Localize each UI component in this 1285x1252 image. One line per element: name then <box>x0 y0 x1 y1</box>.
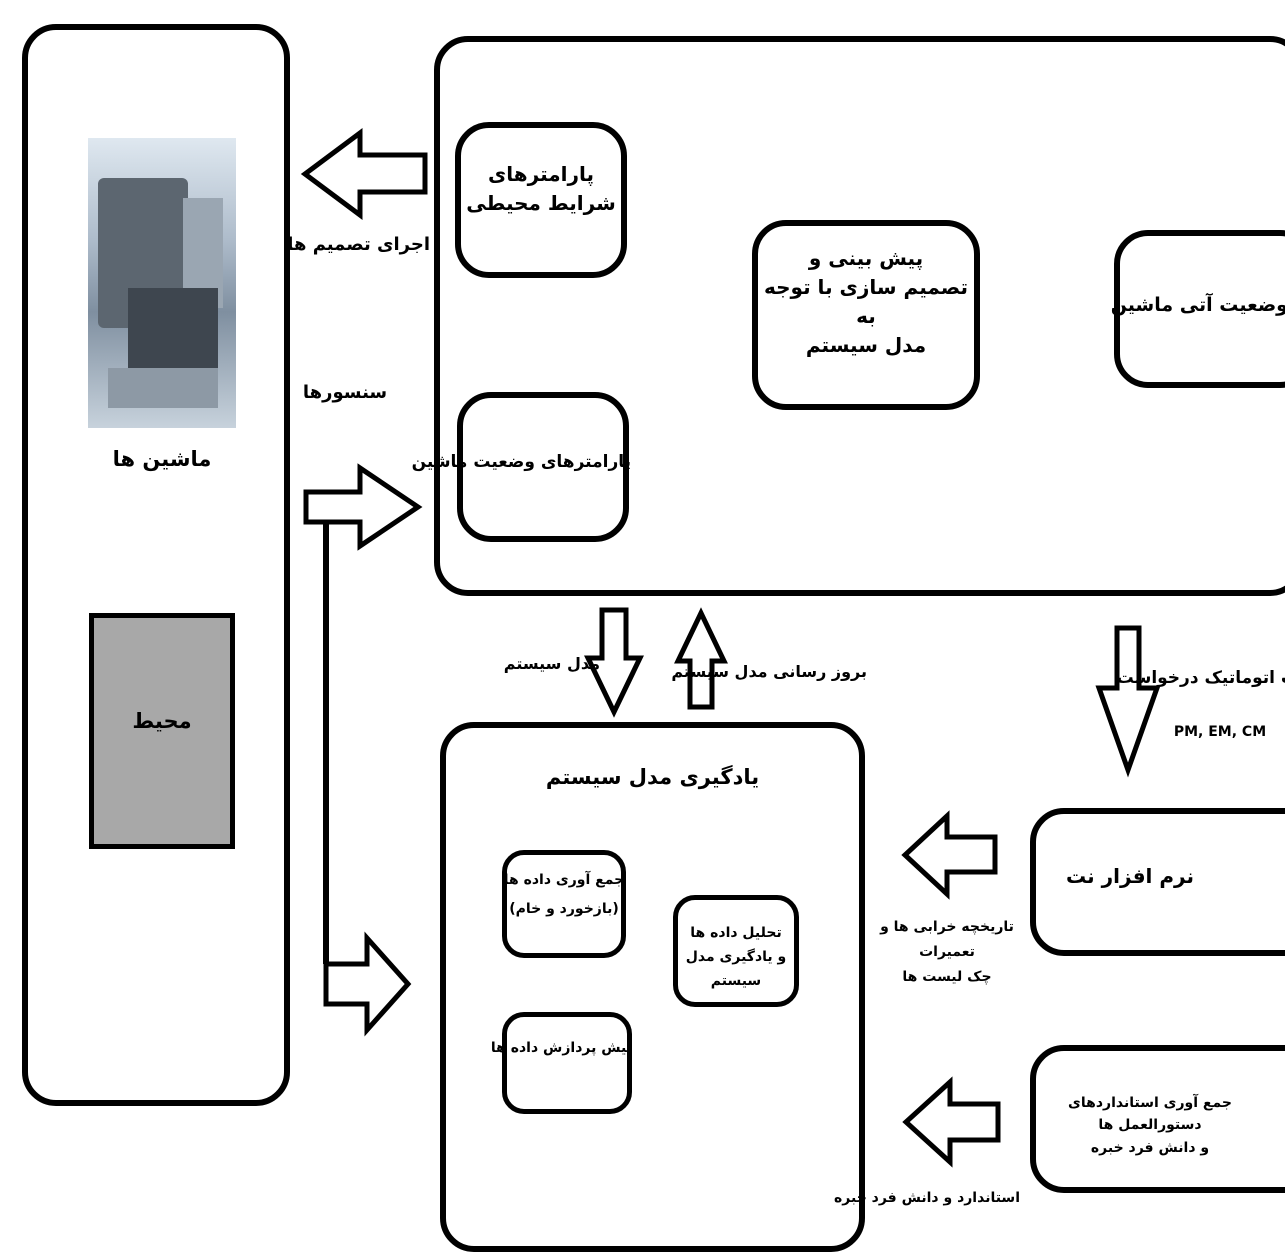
update-model-label: بروز رسانی مدل سیستم <box>671 662 867 681</box>
machine-params-box <box>457 392 629 542</box>
collect-data-box <box>502 850 626 958</box>
standards-label: جمع آوری استانداردهای دستورالعمل ها و دا… <box>1068 1095 1232 1156</box>
future-state-label: وضعیت آتی ماشین <box>1110 294 1285 316</box>
learning-title: یادگیری مدل سیستم <box>545 765 760 789</box>
system-model-label: مدل سیستم <box>503 654 600 673</box>
learning-panel <box>440 722 865 1252</box>
analyze-box <box>673 895 799 1007</box>
cmms-box <box>1030 808 1285 956</box>
history-label: تاریخچه خرابی ها و تعمیرات چک لیست ها <box>880 919 1014 986</box>
preprocess-label: پیش پردازش داده ها <box>490 1040 632 1056</box>
request-types-label: PM, EM, CM <box>1173 724 1267 740</box>
execute-decisions-label: اجرای تصمیم ها <box>287 234 430 255</box>
env-params-box <box>455 122 627 278</box>
arrow-execute-decisions <box>300 128 428 220</box>
arrow-request-down <box>1095 625 1161 778</box>
preprocess-box <box>502 1012 632 1114</box>
cmms-label: نرم افزار نت <box>1066 864 1194 888</box>
environment-label: محیط <box>132 709 192 733</box>
analyze-label: تحلیل داده ها و یادگیری مدل سیستم <box>685 925 787 989</box>
prediction-label: پیش بینی و تصمیم سازی با توجه به مدل سیس… <box>764 246 968 357</box>
machines-panel <box>22 24 290 1106</box>
env-params-label: پارامترهای شرایط محیطی <box>466 162 616 215</box>
standards-box <box>1030 1045 1285 1193</box>
arrow-sensors-bottom <box>323 931 412 1037</box>
machine-params-label: پارامترهای وضعیت ماشین <box>411 452 631 472</box>
prediction-box <box>752 220 980 410</box>
arrow-update-up <box>674 607 728 710</box>
machine-photo <box>88 138 236 428</box>
machines-label: ماشین ها <box>112 447 212 471</box>
arrow-sensors-top <box>303 463 423 551</box>
arrow-standards <box>902 1076 1001 1168</box>
arrow-history <box>901 810 998 900</box>
environment-square <box>89 613 235 849</box>
future-state-box <box>1114 230 1285 388</box>
sensors-label: سنسورها <box>302 382 388 403</box>
arrow-model-down <box>584 607 644 718</box>
standards-knowledge-label: استاندارد و دانش فرد خبره <box>834 1190 1020 1206</box>
collect-data-label: جمع آوری داده ها (بازخورد و خام) <box>503 872 625 918</box>
request-label: ت اتوماتیک درخواست <box>1116 668 1285 688</box>
